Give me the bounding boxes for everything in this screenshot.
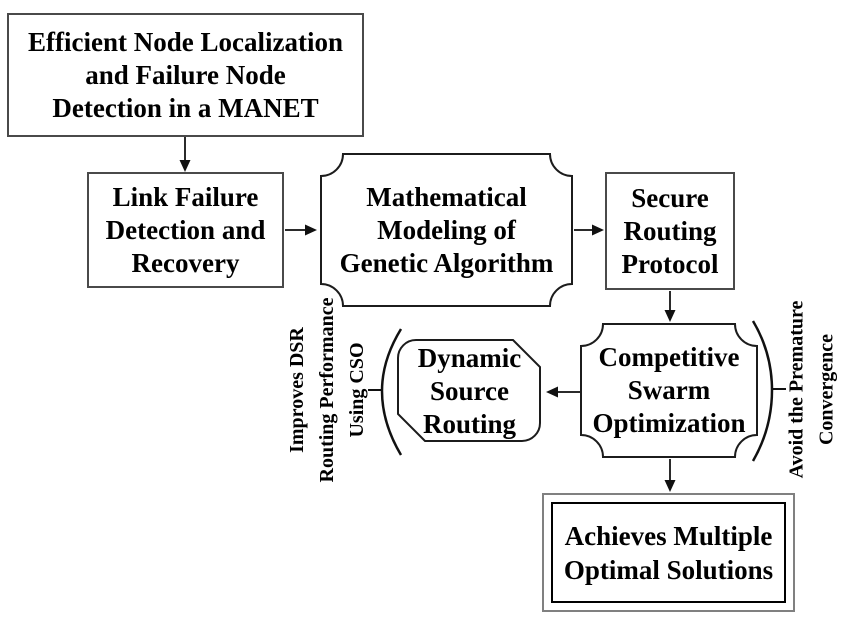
arrow-head xyxy=(664,480,676,492)
left-brace-connector xyxy=(368,328,403,456)
node-achieves-inner-border: Achieves Multiple Optimal Solutions xyxy=(551,502,786,603)
arrow-head xyxy=(592,224,604,236)
node-math-modeling-label: Mathematical Modeling of Genetic Algorit… xyxy=(339,181,554,278)
node-link-failure: Link Failure Detection and Recovery xyxy=(87,172,284,288)
node-achieves-solutions: Achieves Multiple Optimal Solutions xyxy=(542,493,795,612)
node-efficient-localization: Efficient Node Localization and Failure … xyxy=(7,13,364,137)
arrow-cso-to-dsr xyxy=(546,386,580,398)
annotation-avoid-premature-convergence: Avoid the Premature Convergence xyxy=(781,260,842,520)
arrow-head xyxy=(546,386,558,398)
node-cso-label: Competitive Swarm Optimization xyxy=(592,342,746,438)
plaque-math-outline xyxy=(320,153,573,307)
arrow-link-to-math xyxy=(285,224,317,236)
node-link-failure-label: Link Failure Detection and Recovery xyxy=(105,181,266,278)
right-brace-connector xyxy=(751,320,786,462)
node-dsr-label: Dynamic Source Routing xyxy=(417,342,522,439)
arrow-math-to-secure xyxy=(574,224,604,236)
node-competitive-swarm-optimization: Competitive Swarm Optimization xyxy=(580,323,758,458)
annotation-improves-dsr: Improves DSR Routing Performance Using C… xyxy=(281,260,373,520)
node-achieves-label: Achieves Multiple Optimal Solutions xyxy=(563,520,774,585)
arrow-head xyxy=(305,224,317,236)
node-dynamic-source-routing: Dynamic Source Routing xyxy=(397,339,542,443)
arrow-head xyxy=(179,160,191,172)
dsr-outline xyxy=(397,339,541,442)
node-efficient-localization-label: Efficient Node Localization and Failure … xyxy=(28,26,343,123)
arrow-cso-to-achieves xyxy=(664,459,676,492)
node-secure-routing: Secure Routing Protocol xyxy=(605,172,735,290)
plaque-cso-outline xyxy=(580,323,758,458)
annotation-improves-dsr-label: Improves DSR Routing Performance Using C… xyxy=(286,297,368,483)
annotation-avoid-premature-label: Avoid the Premature Convergence xyxy=(785,300,837,479)
node-secure-routing-label: Secure Routing Protocol xyxy=(621,182,719,279)
arrow-head xyxy=(664,310,676,322)
arrow-secure-to-cso xyxy=(664,291,676,322)
arrow-efficient-to-link xyxy=(179,137,191,172)
node-math-modeling: Mathematical Modeling of Genetic Algorit… xyxy=(320,153,573,307)
